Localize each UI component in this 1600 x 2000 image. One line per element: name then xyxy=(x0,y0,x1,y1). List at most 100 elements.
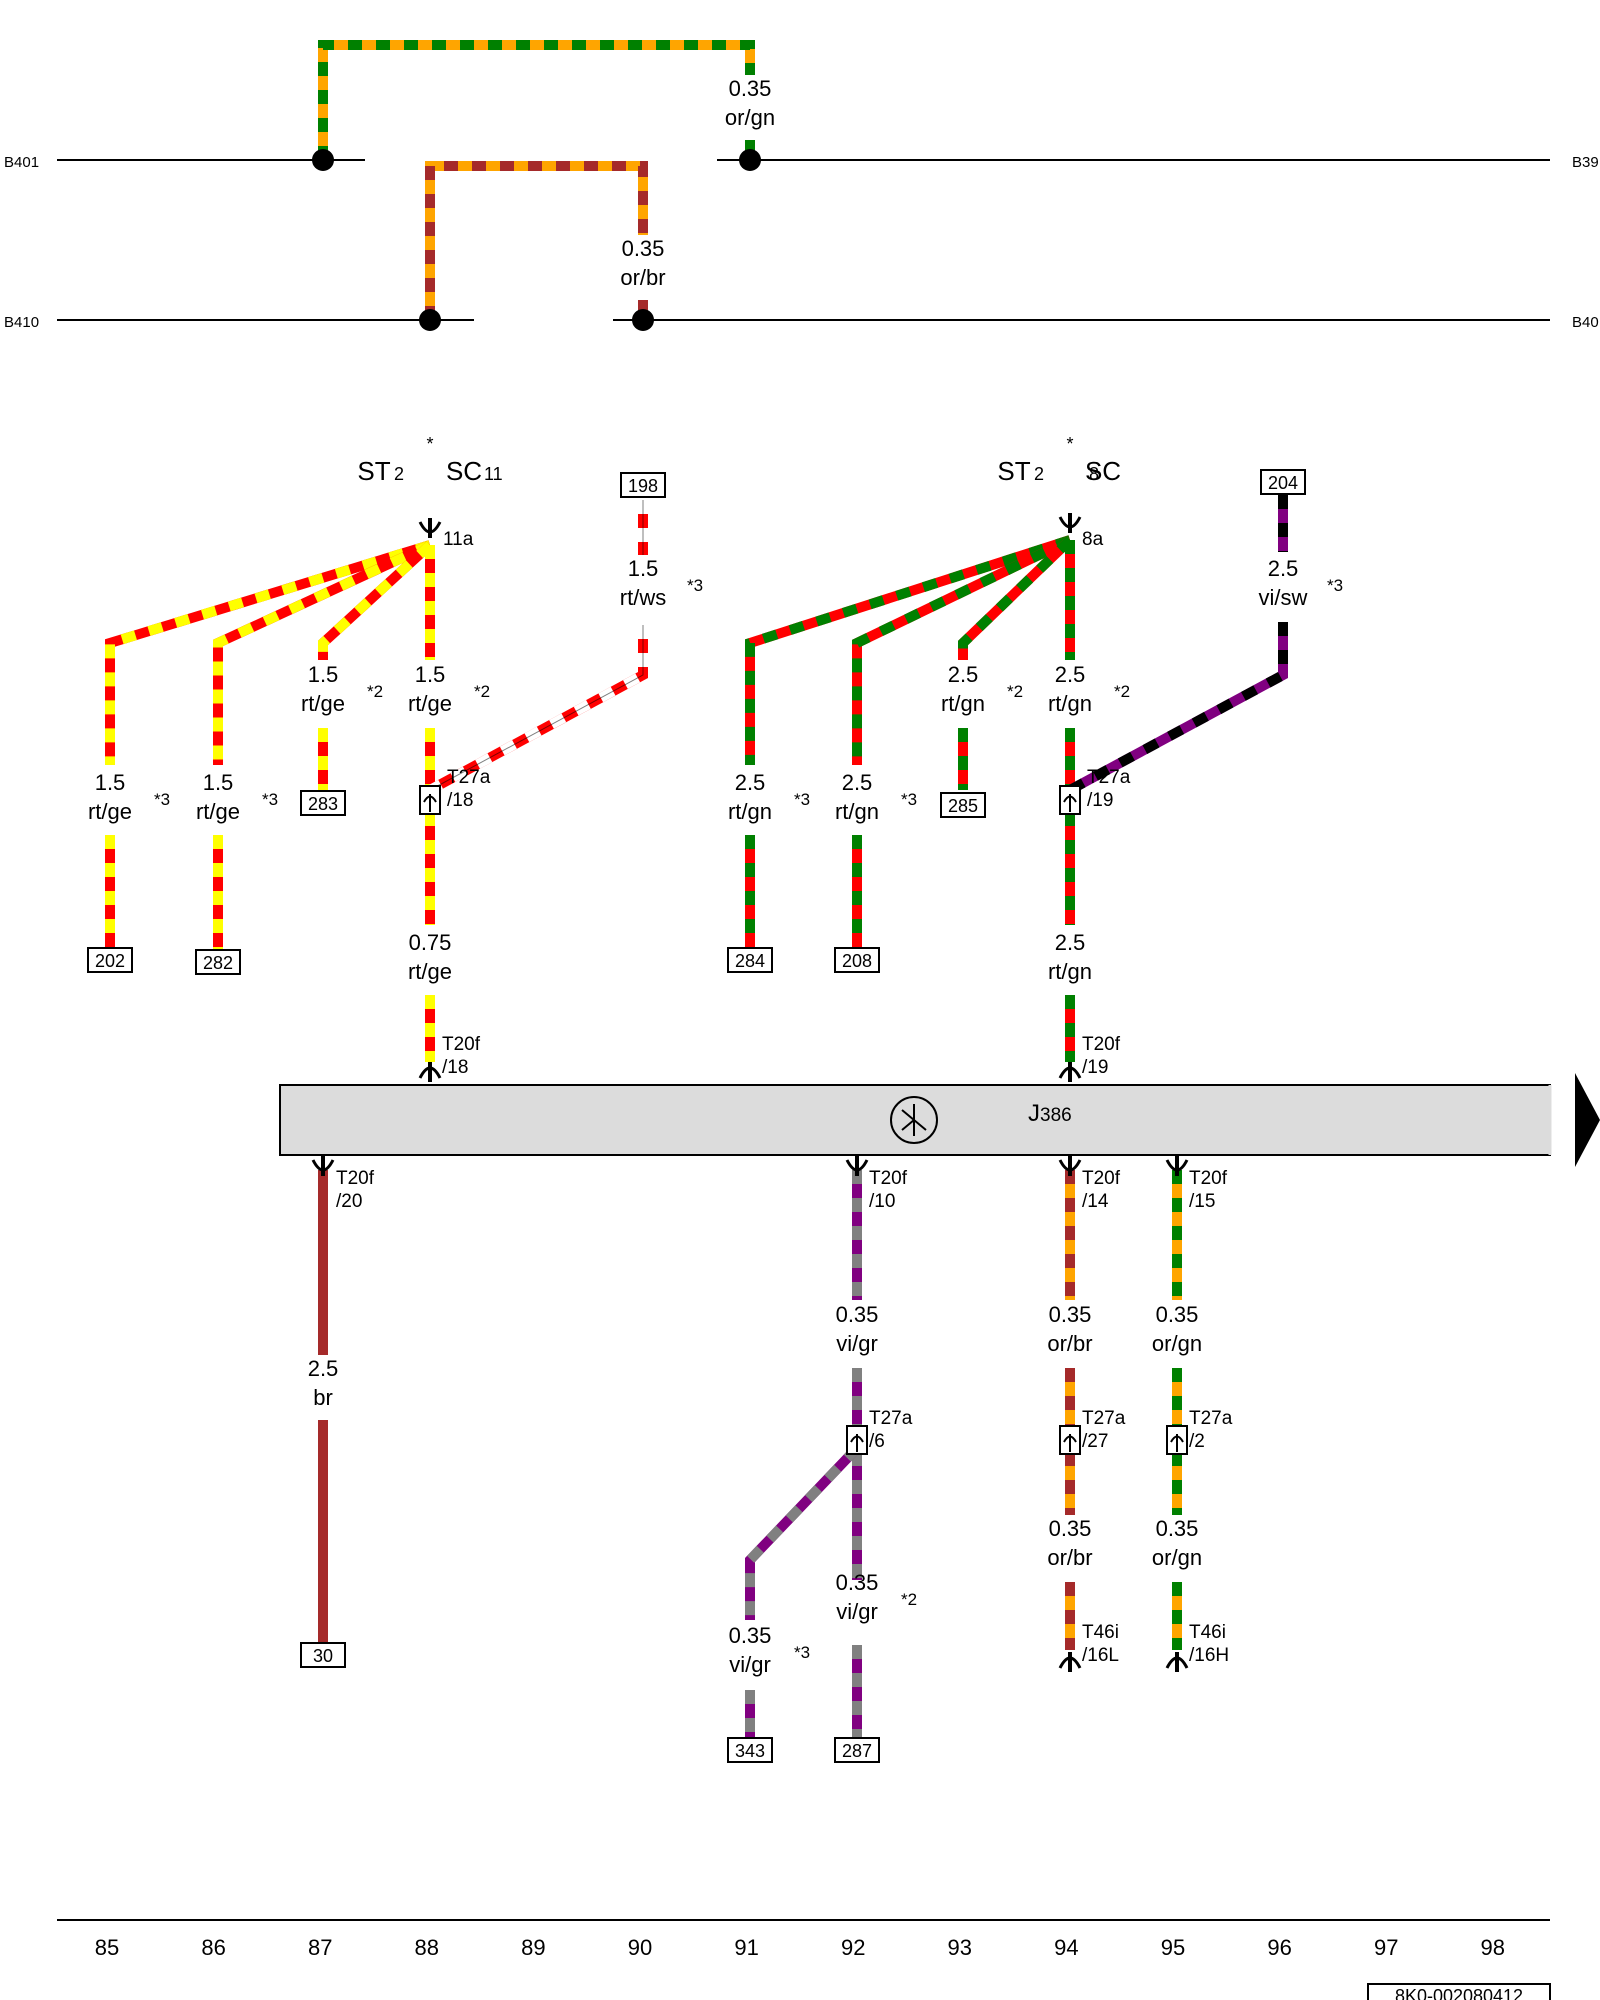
label-284-size: 2.5 xyxy=(735,770,766,795)
label-87-color: br xyxy=(313,1385,333,1410)
label-92a-color: vi/gr xyxy=(836,1331,878,1356)
label-92a-size: 0.35 xyxy=(836,1302,879,1327)
track-number: 94 xyxy=(1054,1935,1078,1960)
label-208-color: rt/gn xyxy=(835,799,879,824)
ref-204-label: 204 xyxy=(1268,473,1298,493)
conn-t20f-18-label-pin: /18 xyxy=(442,1057,468,1078)
ref-282-box xyxy=(195,949,241,975)
label-94c-size: 0.35 xyxy=(1049,1302,1092,1327)
module-sub: 386 xyxy=(1040,1105,1072,1126)
track-number: 97 xyxy=(1374,1935,1398,1960)
splice-b40 xyxy=(632,309,654,331)
doc-number: 8K0-002080412 xyxy=(1395,1986,1523,2000)
label-282-color: rt/ge xyxy=(196,799,240,824)
label-285-color: rt/gn xyxy=(941,691,985,716)
wire-282-upper-stripe xyxy=(213,540,433,765)
ref-202-label: 202 xyxy=(95,951,125,971)
ref-198-box xyxy=(620,472,666,498)
module-symbol-mark xyxy=(901,1104,927,1136)
conn-t46i-16l-label-pin: /16L xyxy=(1082,1645,1119,1666)
conn-t20f-19-label-name: T20f xyxy=(1082,1034,1121,1055)
ref-30-box xyxy=(300,1642,346,1668)
bus-label-b40: B40 xyxy=(1572,314,1599,331)
fuse-right-star: * xyxy=(1066,434,1073,454)
label-88a-color: rt/ge xyxy=(408,691,452,716)
conn-t27a-6-label-name: T27a xyxy=(869,1408,913,1429)
bus-label-b410: B410 xyxy=(4,314,39,331)
wire-202-upper-stripe xyxy=(105,540,432,765)
wire-284-upper xyxy=(745,535,1072,765)
track-number: 93 xyxy=(948,1935,972,1960)
label-283-size: 1.5 xyxy=(308,662,339,687)
ref-208-box xyxy=(834,947,880,973)
conn-t20f-15-label-name: T20f xyxy=(1189,1168,1228,1189)
label-95d-color: or/gn xyxy=(1152,1545,1202,1570)
conn-t20f-20-label-pin: /20 xyxy=(336,1191,362,1212)
wire-top-orbr xyxy=(425,161,648,320)
label-202-size: 1.5 xyxy=(95,770,126,795)
label-top-orbr-size: 0.35 xyxy=(622,236,665,261)
conn-t27a-19-label-name: T27a xyxy=(1087,767,1131,788)
conn-t46i-16l-label-name: T46i xyxy=(1082,1622,1119,1643)
label-94b-color: rt/gn xyxy=(1048,959,1092,984)
conn-t27a-6-label-pin: /6 xyxy=(869,1431,885,1452)
ref-284-label: 284 xyxy=(735,951,765,971)
label-94b-size: 2.5 xyxy=(1055,930,1086,955)
label-91-size: 0.35 xyxy=(729,1623,772,1648)
label-87-size: 2.5 xyxy=(308,1356,339,1381)
label-94a-color: rt/gn xyxy=(1048,691,1092,716)
track-number: 88 xyxy=(415,1935,439,1960)
wire-top-orgn xyxy=(318,40,755,160)
label-284-color: rt/gn xyxy=(728,799,772,824)
ref-287-box xyxy=(834,1737,880,1763)
bus-label-b401: B401 xyxy=(4,154,39,171)
fuse-right-st: ST xyxy=(997,456,1030,486)
label-95c-color: or/gn xyxy=(1152,1331,1202,1356)
track-number: 85 xyxy=(95,1935,119,1960)
conn-t20f-18-label-name: T20f xyxy=(442,1034,481,1055)
wire-208-upper-stripe xyxy=(852,535,1073,765)
label-204-note: *3 xyxy=(1327,576,1343,595)
ref-284-box xyxy=(727,947,773,973)
conn-t20f-14-label-name: T20f xyxy=(1082,1168,1121,1189)
label-282-note: *3 xyxy=(262,790,278,809)
label-94d-color: or/br xyxy=(1047,1545,1092,1570)
label-94a-size: 2.5 xyxy=(1055,662,1086,687)
wire-283-upper-stripe xyxy=(318,541,434,660)
conn-t27a-2-label-name: T27a xyxy=(1189,1408,1233,1429)
conn-t27a-19-label-pin: /19 xyxy=(1087,790,1113,811)
ref-287-label: 287 xyxy=(842,1741,872,1761)
fuse-right-sc-sub: 8 xyxy=(1089,464,1099,484)
track-number: 86 xyxy=(201,1935,225,1960)
label-198-color: rt/ws xyxy=(620,585,666,610)
wire-top-orbr-stripe xyxy=(425,161,648,320)
ref-208-label: 208 xyxy=(842,951,872,971)
doc-number-box xyxy=(1367,1983,1551,2000)
track-number: 95 xyxy=(1161,1935,1185,1960)
label-92b-note: *2 xyxy=(901,1590,917,1609)
label-92b-color: vi/gr xyxy=(836,1599,878,1624)
label-94c-color: or/br xyxy=(1047,1331,1092,1356)
wire-198-lower xyxy=(427,625,648,795)
conn-t20f-10-label-pin: /10 xyxy=(869,1191,895,1212)
track-number: 87 xyxy=(308,1935,332,1960)
conn-t27a-27-label-pin: /27 xyxy=(1082,1431,1108,1452)
label-88b-size: 0.75 xyxy=(409,930,452,955)
label-204-size: 2.5 xyxy=(1268,556,1299,581)
label-top-orgn-color: or/gn xyxy=(725,105,775,130)
fuse-left-st-sub: 2 xyxy=(394,464,404,484)
module-symbol-icon xyxy=(890,1096,938,1144)
fuse-right-sc: SC xyxy=(1085,456,1121,486)
conn-t20f-20-label-name: T20f xyxy=(336,1168,375,1189)
label-95c-size: 0.35 xyxy=(1156,1302,1199,1327)
conn-t27a-18-label-pin: /18 xyxy=(447,790,473,811)
label-95d-size: 0.35 xyxy=(1156,1516,1199,1541)
label-94d-size: 0.35 xyxy=(1049,1516,1092,1541)
bus-label-b39: B39 xyxy=(1572,154,1599,171)
ref-30-label: 30 xyxy=(313,1646,333,1666)
wire-top-orgn-stripe xyxy=(318,40,755,160)
label-198-size: 1.5 xyxy=(628,556,659,581)
track-number: 96 xyxy=(1267,1935,1291,1960)
fuse-right-pin-label: 8a xyxy=(1082,529,1104,550)
